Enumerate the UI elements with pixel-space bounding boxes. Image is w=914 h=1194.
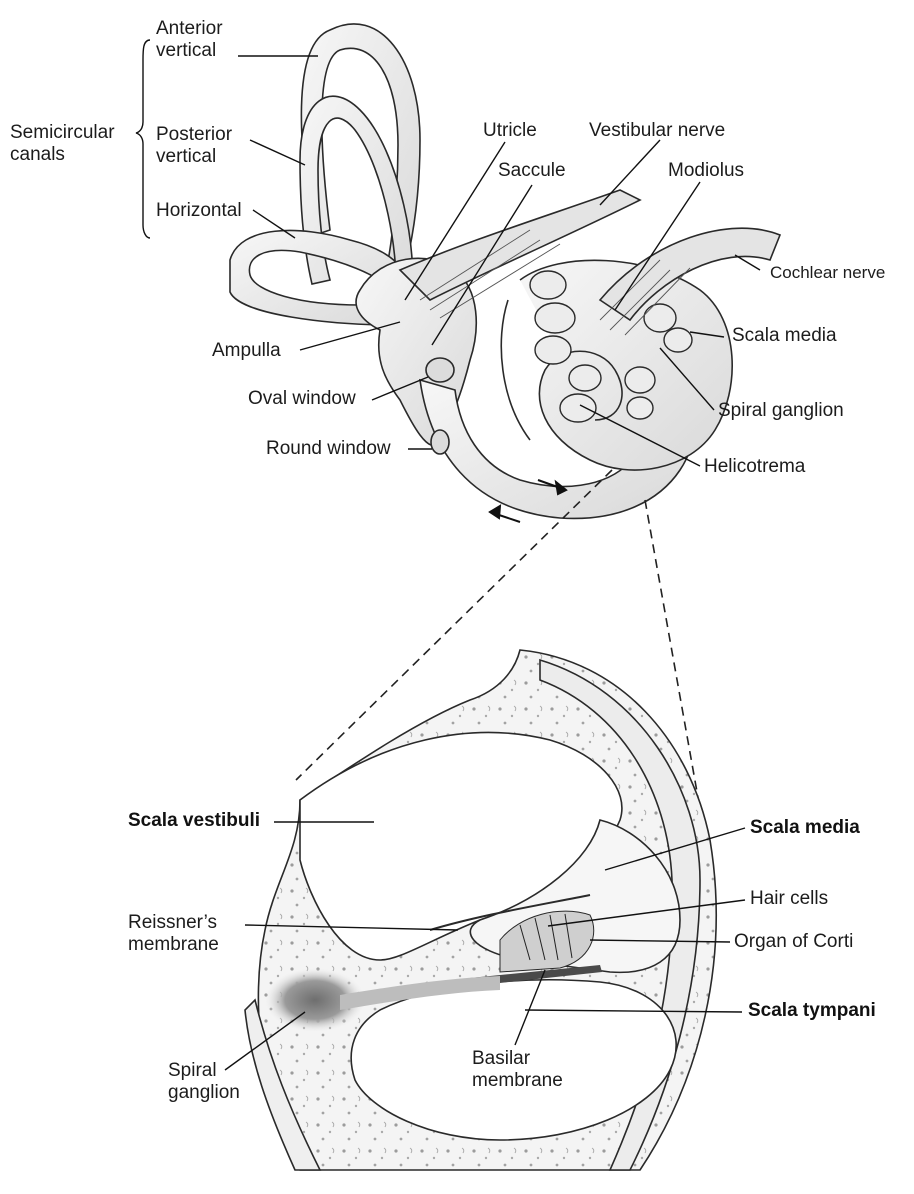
label-semicircular-canals: Semicircular canals: [10, 122, 115, 166]
label-reissners-line1: Reissner’s: [128, 912, 219, 934]
label-spiral-ganglion-bottom: Spiral ganglion: [168, 1060, 240, 1104]
label-organ-of-corti: Organ of Corti: [734, 931, 853, 953]
label-semicircular-line1: Semicircular: [10, 122, 115, 144]
label-helicotrema: Helicotrema: [704, 456, 805, 478]
label-anterior-vertical: Anterior vertical: [156, 18, 223, 62]
label-horizontal: Horizontal: [156, 200, 242, 222]
oval-window-shape: [426, 358, 454, 382]
label-basilar-line2: membrane: [472, 1070, 563, 1092]
label-scala-media-top: Scala media: [732, 325, 837, 347]
label-hair-cells: Hair cells: [750, 888, 828, 910]
label-utricle: Utricle: [483, 120, 537, 142]
label-anterior-vertical-line1: Anterior: [156, 18, 223, 40]
label-reissners-membrane: Reissner’s membrane: [128, 912, 219, 956]
label-posterior-vertical-line1: Posterior: [156, 124, 232, 146]
label-spiral-ganglion-top: Spiral ganglion: [718, 400, 844, 422]
label-spiral-ganglion-line1: Spiral: [168, 1060, 240, 1082]
label-saccule: Saccule: [498, 160, 566, 182]
label-ampulla: Ampulla: [212, 340, 281, 362]
label-semicircular-line2: canals: [10, 144, 115, 166]
label-modiolus: Modiolus: [668, 160, 744, 182]
round-window-shape: [431, 430, 449, 454]
label-cochlear-nerve: Cochlear nerve: [770, 262, 885, 284]
label-basilar-membrane: Basilar membrane: [472, 1048, 563, 1092]
label-posterior-vertical: Posterior vertical: [156, 124, 232, 168]
label-oval-window: Oval window: [248, 388, 356, 410]
label-anterior-vertical-line2: vertical: [156, 40, 223, 62]
canals-bracket: [136, 40, 150, 238]
label-vestibular-nerve: Vestibular nerve: [589, 120, 725, 142]
cochlea-cross-section: [245, 650, 716, 1170]
label-basilar-line1: Basilar: [472, 1048, 563, 1070]
label-scala-vestibuli: Scala vestibuli: [128, 810, 260, 832]
label-posterior-vertical-line2: vertical: [156, 146, 232, 168]
label-spiral-ganglion-line2: ganglion: [168, 1082, 240, 1104]
label-scala-tympani: Scala tympani: [748, 1000, 876, 1022]
label-reissners-line2: membrane: [128, 934, 219, 956]
label-round-window: Round window: [266, 438, 391, 460]
label-scala-media-bottom: Scala media: [750, 817, 860, 839]
